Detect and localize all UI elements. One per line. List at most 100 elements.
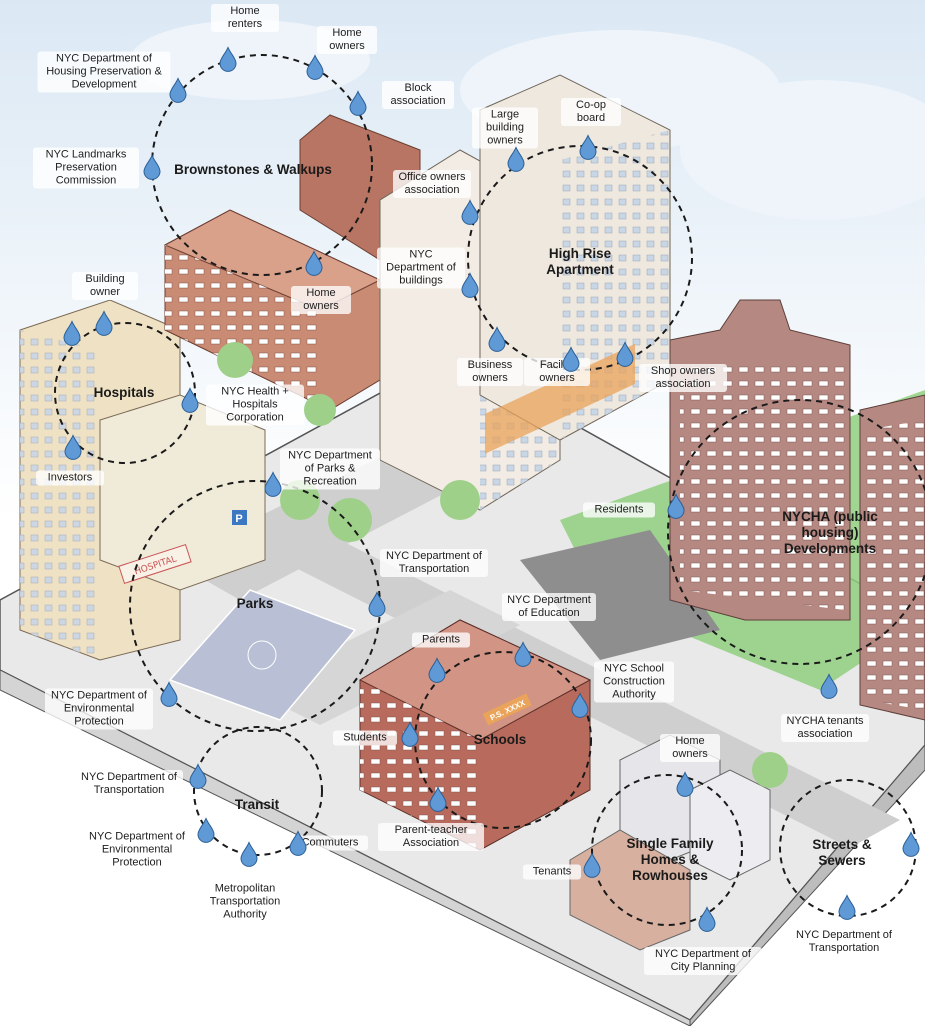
stakeholder-label: NYC Landmarks Preservation Commission: [33, 147, 139, 189]
group-title-single-family: Single Family Homes & Rowhouses: [626, 836, 714, 883]
stakeholder-label: Shop owners association: [639, 364, 727, 392]
water-drop-icon: [461, 199, 479, 225]
stakeholder-label: Tenants: [523, 864, 581, 880]
basketball-court: [168, 589, 357, 721]
stakeholder-label: Residents: [583, 502, 655, 518]
stakeholder-label: NYC Department of Transportation: [380, 549, 488, 577]
water-drop-icon: [143, 154, 161, 180]
nycha-circle: [667, 399, 925, 665]
stakeholder-label: NYC Health + Hospitals Corporation: [206, 384, 304, 426]
brownstones-front: [165, 245, 320, 405]
stakeholder-label: NYC Department of Education: [502, 593, 596, 621]
water-drop-icon: [169, 77, 187, 103]
stakeholder-label: NYC Department of buildings: [377, 247, 465, 289]
water-drop-icon: [401, 721, 419, 747]
hospital-wing: [99, 394, 266, 591]
group-title-schools: Schools: [473, 732, 527, 747]
cloud: [680, 80, 925, 220]
stakeholder-label: Home owners: [660, 734, 720, 762]
water-drop-icon: [507, 146, 525, 172]
water-drop-icon: [488, 326, 506, 352]
water-drop-icon: [63, 320, 81, 346]
stakeholder-label: Large building owners: [472, 107, 538, 149]
water-drop-icon: [698, 906, 716, 932]
hospital-sign: [118, 543, 192, 585]
water-drop-icon: [579, 134, 597, 160]
nycha-tower-2-face: [865, 420, 925, 710]
house: [569, 829, 691, 951]
nycha-tower-face: [680, 360, 845, 610]
water-drop-icon: [349, 90, 367, 116]
stakeholder-label: Home owners: [291, 286, 351, 314]
school-face: [360, 680, 480, 850]
stakeholder-label: Business owners: [457, 358, 523, 386]
stakeholder-label: Facility owners: [524, 358, 590, 386]
water-drop-icon: [305, 250, 323, 276]
school-sign: [482, 693, 532, 726]
stakeholder-label: Parent-teacher Association: [378, 823, 484, 851]
stakeholder-label: NYCHA tenants association: [781, 714, 869, 742]
group-title-nycha: NYCHA (public housing) Developments: [782, 509, 878, 556]
water-drop-icon: [306, 54, 324, 80]
stakeholder-label: Home owners: [317, 26, 377, 54]
stakeholder-label: Investors: [36, 470, 104, 486]
tree: [752, 752, 788, 788]
water-drop-icon: [616, 341, 634, 367]
group-title-transit: Transit: [234, 797, 280, 812]
water-drop-icon: [181, 387, 199, 413]
water-drop-icon: [189, 763, 207, 789]
water-drop-icon: [562, 346, 580, 372]
tree: [217, 342, 253, 378]
tree: [440, 480, 480, 520]
water-drop-icon: [219, 46, 237, 72]
water-drop-icon: [514, 641, 532, 667]
water-drop-icon: [838, 894, 856, 920]
court-circle: [247, 640, 277, 670]
stakeholder-label: Metropolitan Transportation Authority: [196, 881, 294, 923]
water-drop-icon: [902, 831, 920, 857]
tree: [304, 394, 336, 426]
water-drop-icon: [667, 493, 685, 519]
water-drop-icon: [95, 310, 113, 336]
stakeholder-label: Building owner: [72, 272, 138, 300]
street: [250, 590, 520, 725]
stakeholder-label: Commuters: [292, 835, 368, 851]
stakeholder-label: Co-op board: [561, 98, 621, 126]
hospital-tower-side: [20, 330, 100, 660]
water-drop-icon: [571, 692, 589, 718]
stakeholder-label: Office owners association: [393, 170, 471, 198]
water-drop-icon: [676, 771, 694, 797]
stakeholder-label: Parents: [412, 632, 470, 648]
water-drop-icon: [289, 830, 307, 856]
water-drop-icon: [160, 681, 178, 707]
water-drop-icon: [428, 657, 446, 683]
transit-circle: [193, 726, 323, 856]
water-drop-icon: [429, 786, 447, 812]
tree: [280, 480, 320, 520]
group-title-brownstones: Brownstones & Walkups: [174, 162, 332, 177]
group-title-streets-sewers: Streets & Sewers: [812, 837, 872, 868]
stakeholder-label: Students: [333, 730, 397, 746]
water-drop-icon: [64, 434, 82, 460]
tree: [328, 498, 372, 542]
water-drop-icon: [197, 817, 215, 843]
water-drop-icon: [820, 673, 838, 699]
house: [689, 769, 771, 881]
water-drop-icon: [583, 852, 601, 878]
stakeholder-label: Home renters: [211, 4, 279, 32]
stakeholder-label: NYC Department of Parks & Recreation: [280, 448, 380, 490]
parking-sign: [232, 510, 247, 525]
group-title-high-rise: High Rise Apartment: [546, 246, 614, 277]
hospitals-circle: [54, 322, 196, 464]
group-title-parks: Parks: [236, 596, 274, 611]
water-drop-icon: [240, 841, 258, 867]
water-drop-icon: [461, 272, 479, 298]
cloud: [130, 20, 370, 100]
high-rise-circle: [467, 145, 693, 371]
storefronts: [485, 343, 635, 454]
parking-sign-text: P: [235, 513, 242, 525]
single-family-circle: [591, 774, 743, 926]
stakeholder-label: Block association: [382, 81, 454, 109]
stakeholder-label: NYC Department of Transportation: [75, 770, 183, 798]
